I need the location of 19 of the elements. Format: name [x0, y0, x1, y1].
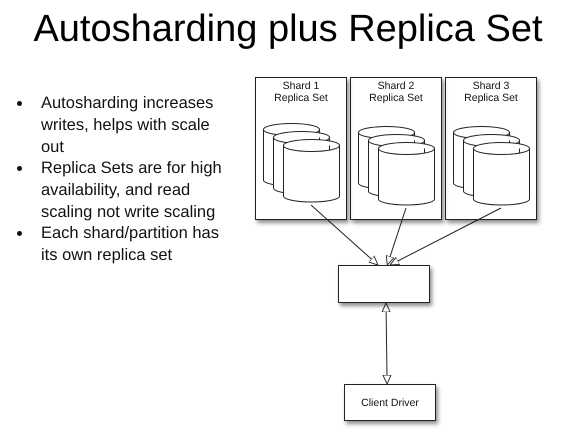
node-label: Shard 3 Replica Set — [463, 80, 519, 104]
database-cylinder-stack — [358, 126, 436, 208]
shard-box — [350, 77, 442, 220]
process-box — [344, 384, 436, 421]
shard-box — [255, 77, 347, 220]
bullet-text: Each shard/partition has its own replica set — [41, 223, 220, 266]
database-cylinder-stack — [453, 126, 531, 208]
database-cylinder-stack — [263, 123, 341, 205]
node-label: Client Driver — [360, 396, 420, 408]
arrow — [382, 302, 392, 384]
arrow — [310, 204, 378, 266]
slide-title: Autosharding plus Replica Set — [32, 8, 544, 51]
node-label: Shard 1 Replica Set — [273, 80, 329, 104]
process-box — [338, 265, 430, 303]
arrow — [386, 208, 406, 266]
bullet-text: Autosharding increases writes, helps with scale out — [41, 93, 214, 158]
node-label: Shard 2 Replica Set — [368, 80, 424, 104]
shard-box — [445, 77, 537, 220]
bullet-text: Replica Sets are for high availability, and read scaling not write scaling — [41, 158, 223, 223]
